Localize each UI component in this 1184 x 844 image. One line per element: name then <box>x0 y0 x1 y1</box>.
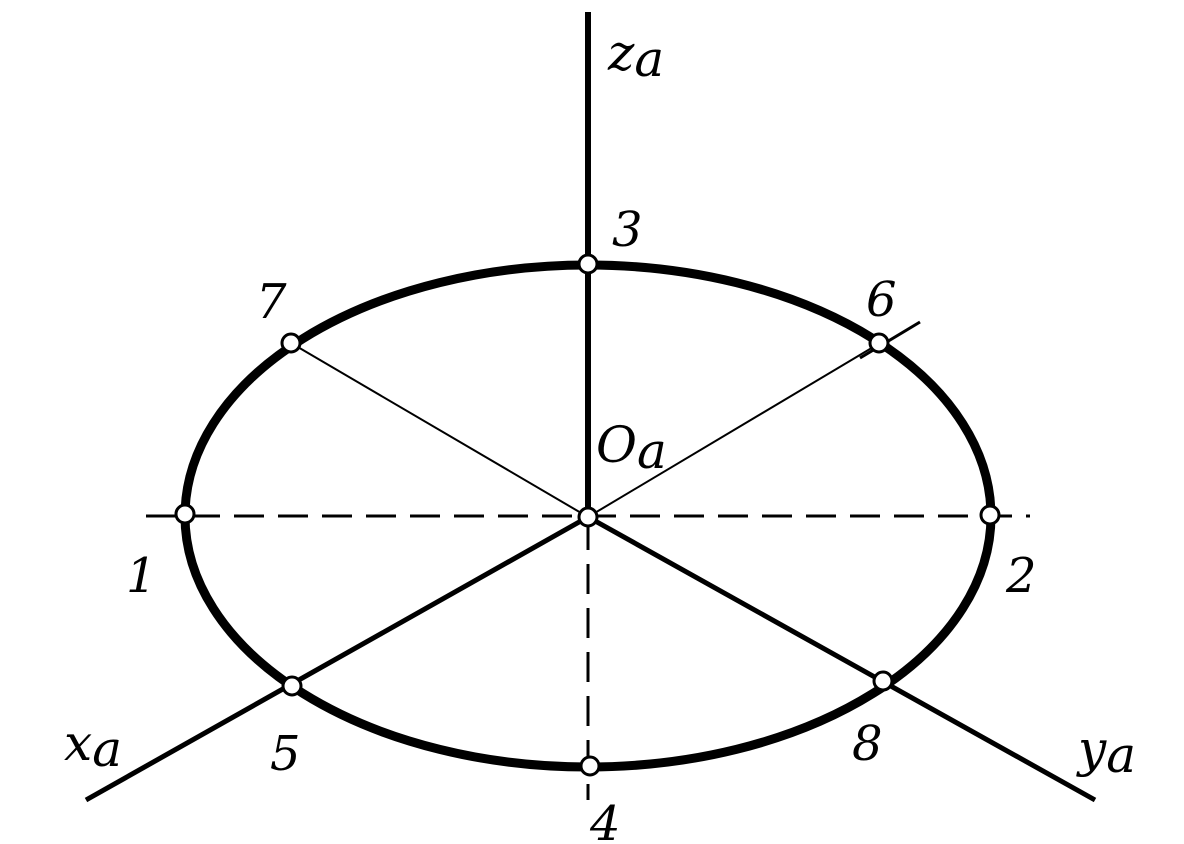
point-label-3: 3 <box>612 202 643 258</box>
point-label-1: 1 <box>126 548 157 604</box>
point-label-4: 4 <box>589 796 621 844</box>
point-marker-1 <box>174 503 196 525</box>
point-label-6: 6 <box>866 272 897 328</box>
point-marker-6 <box>868 332 890 354</box>
x-axis-line <box>84 514 590 803</box>
y-axis-label: ya <box>1076 720 1136 784</box>
origin-marker <box>577 506 599 528</box>
point-marker-4 <box>579 755 601 777</box>
point-marker-5 <box>281 675 303 697</box>
z-axis-label: za <box>607 24 664 88</box>
diameter-line-6 <box>587 342 881 518</box>
point-marker-2 <box>979 504 1001 526</box>
point-marker-7 <box>280 332 302 354</box>
point-label-2: 2 <box>1005 548 1037 604</box>
y-axis-line <box>586 514 1097 803</box>
point-label-7: 7 <box>256 274 287 330</box>
point-label-8: 8 <box>852 716 883 772</box>
point-marker-8 <box>872 670 894 692</box>
point-label-5: 5 <box>270 726 301 782</box>
origin-label: Oa <box>596 416 667 480</box>
point-marker-3 <box>577 253 599 275</box>
diameter-line-7 <box>290 342 589 518</box>
axis-tick-6 <box>859 320 921 360</box>
x-axis-label: xa <box>64 714 122 778</box>
